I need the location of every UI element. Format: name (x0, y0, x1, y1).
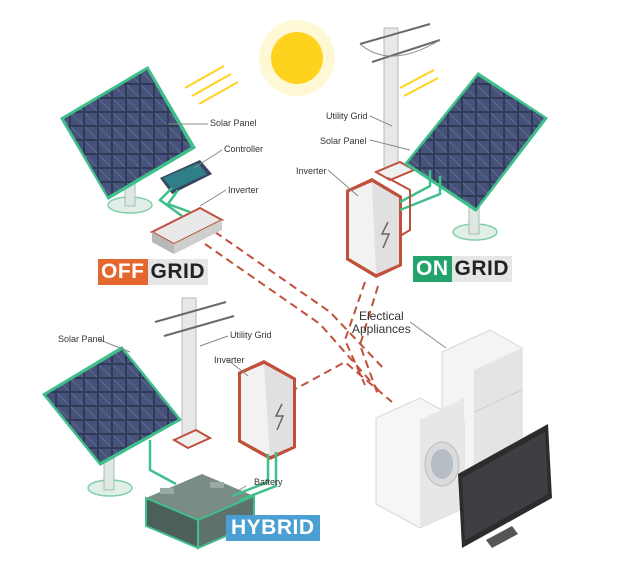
ongrid-utility-pole-icon (359, 23, 441, 182)
appliances-label-line2: Appliances (352, 322, 411, 336)
television-icon (458, 424, 552, 548)
hybrid-inverter-icon (238, 360, 296, 460)
hybrid-badge: HYBRID (226, 515, 320, 541)
offgrid-badge-grid: GRID (147, 259, 208, 285)
offgrid-inverter-icon (149, 206, 225, 254)
label-leaders (99, 115, 447, 493)
dashed-wires (204, 231, 393, 403)
offgrid-inverter-label: Inverter (228, 185, 259, 195)
ongrid-utility-grid-label: Utility Grid (326, 111, 368, 121)
hybrid-inverter-label: Inverter (214, 355, 245, 365)
appliances-label: Electical Appliances (352, 310, 411, 336)
hybrid-solar-panel-label: Solar Panel (58, 334, 105, 344)
ongrid-badge-grid: GRID (451, 256, 512, 282)
offgrid-controller-icon (160, 160, 212, 194)
hybrid-utility-pole-icon (154, 297, 235, 450)
ongrid-badge-on: ON (413, 256, 452, 282)
hybrid-utility-grid-label: Utility Grid (230, 330, 272, 340)
offgrid-controller-label: Controller (224, 144, 264, 154)
ongrid-solar-panel-label: Solar Panel (320, 136, 367, 146)
ongrid-solar-panel-icon (404, 72, 548, 241)
hybrid-wires (148, 440, 278, 502)
hybrid-badge-text: HYBRID (226, 515, 320, 541)
ongrid-inverter-icon (346, 178, 402, 278)
hybrid-solar-panel-icon (42, 346, 182, 497)
offgrid-solar-panel-icon (60, 66, 196, 214)
appliances-label-line1: Electical (359, 309, 404, 323)
sun-icon (259, 20, 335, 96)
washing-machine-icon (375, 397, 465, 529)
sun-rays (184, 65, 439, 105)
hybrid-battery-label: Battery (254, 477, 283, 487)
offgrid-solar-panel-label: Solar Panel (210, 118, 257, 128)
offgrid-wires (158, 187, 191, 218)
ongrid-inverter-label: Inverter (296, 166, 327, 176)
offgrid-badge-off: OFF (98, 259, 148, 285)
